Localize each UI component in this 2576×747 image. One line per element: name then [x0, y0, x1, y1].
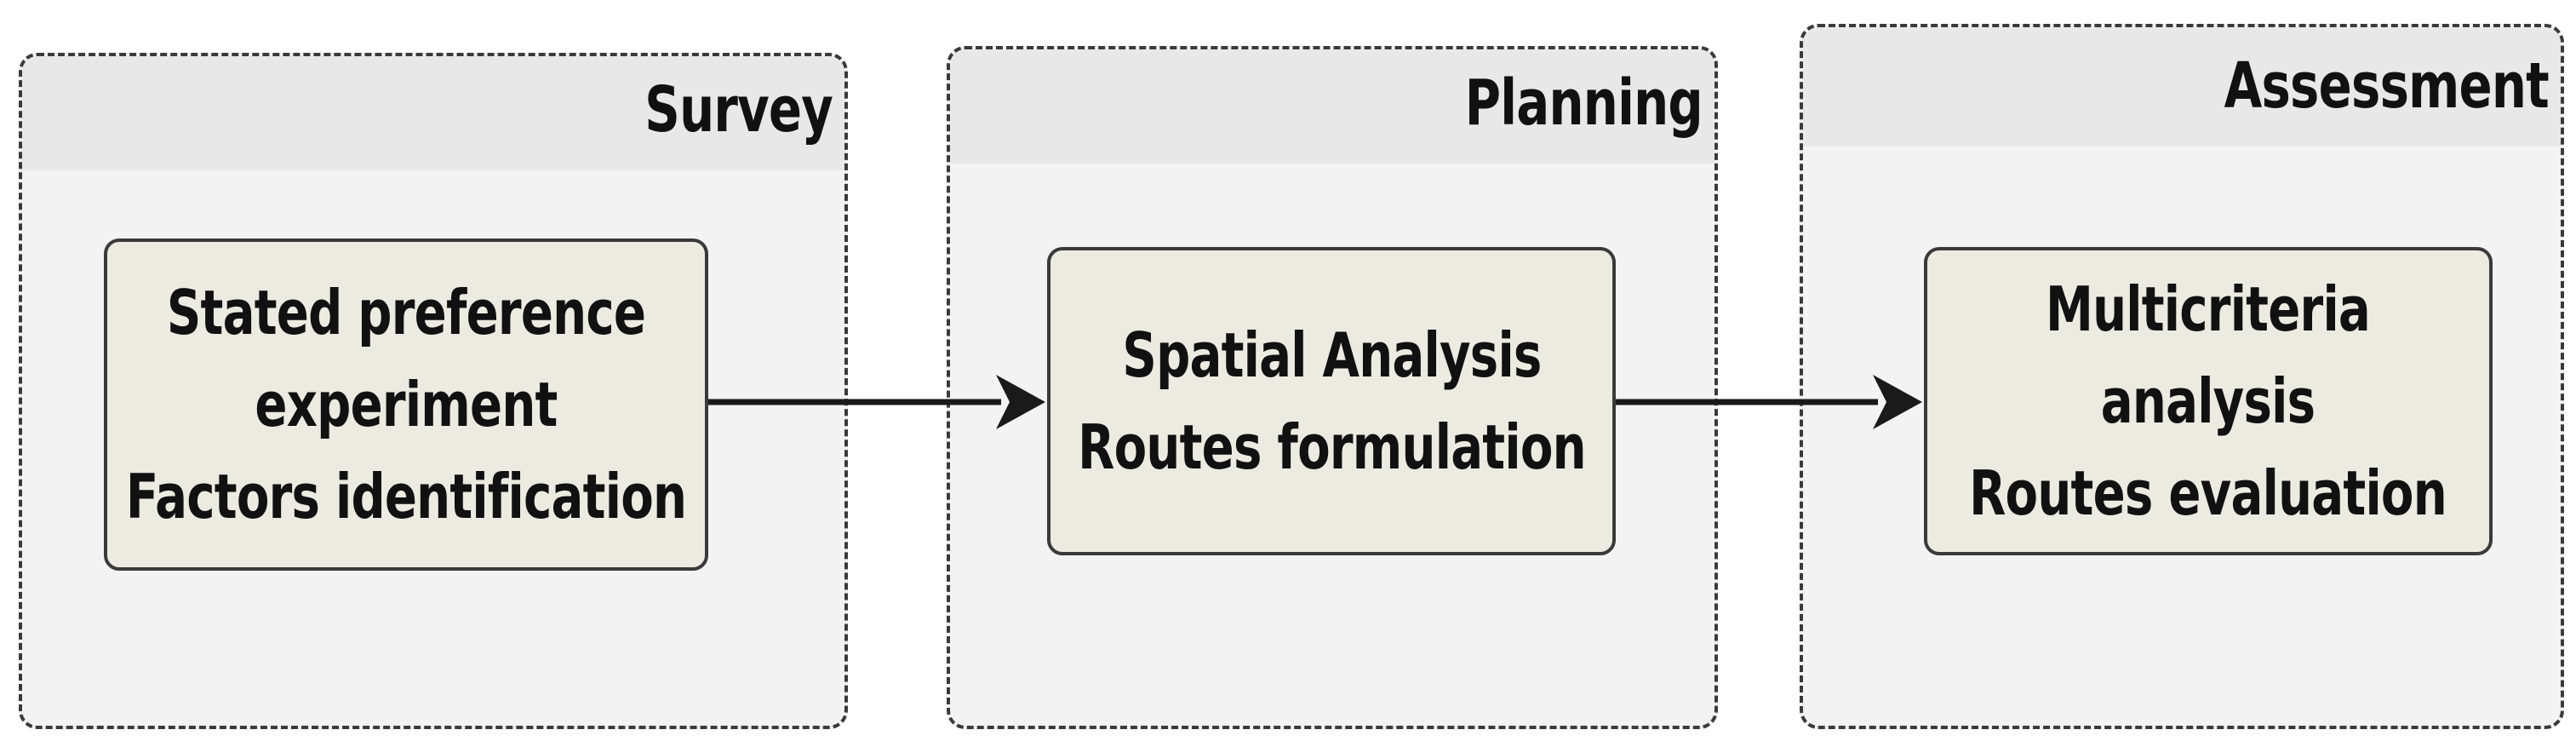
node-text: Stated preference experiment Factors ide… [125, 267, 687, 543]
lane-title: Assessment [2224, 49, 2550, 123]
lane-header [950, 49, 1714, 164]
lane-header [22, 56, 844, 170]
node-line: Stated preference [166, 277, 646, 348]
lane-title: Planning [1464, 66, 1703, 140]
node-line: Routes evaluation [1969, 457, 2448, 529]
node-text: Spatial Analysis Routes formulation [1078, 309, 1586, 493]
node-line: Multicriteria [2046, 273, 2371, 345]
node-spatial-analysis: Spatial Analysis Routes formulation [1047, 247, 1616, 555]
node-line: experiment [255, 369, 558, 440]
lane-title: Survey [644, 73, 833, 147]
node-multicriteria: Multicriteria analysis Routes evaluation [1924, 247, 2493, 555]
lane-header [1803, 27, 2561, 147]
node-line: Spatial Analysis [1121, 319, 1542, 391]
node-line: Routes formulation [1077, 411, 1586, 483]
arrow-survey-to-planning [707, 375, 1045, 429]
node-line: analysis [2101, 365, 2316, 437]
arrow-planning-to-assessment [1614, 375, 1922, 429]
node-line: Factors identification [125, 461, 687, 532]
node-text: Multicriteria analysis Routes evaluation [1969, 263, 2448, 539]
node-stated-preference: Stated preference experiment Factors ide… [104, 238, 708, 571]
